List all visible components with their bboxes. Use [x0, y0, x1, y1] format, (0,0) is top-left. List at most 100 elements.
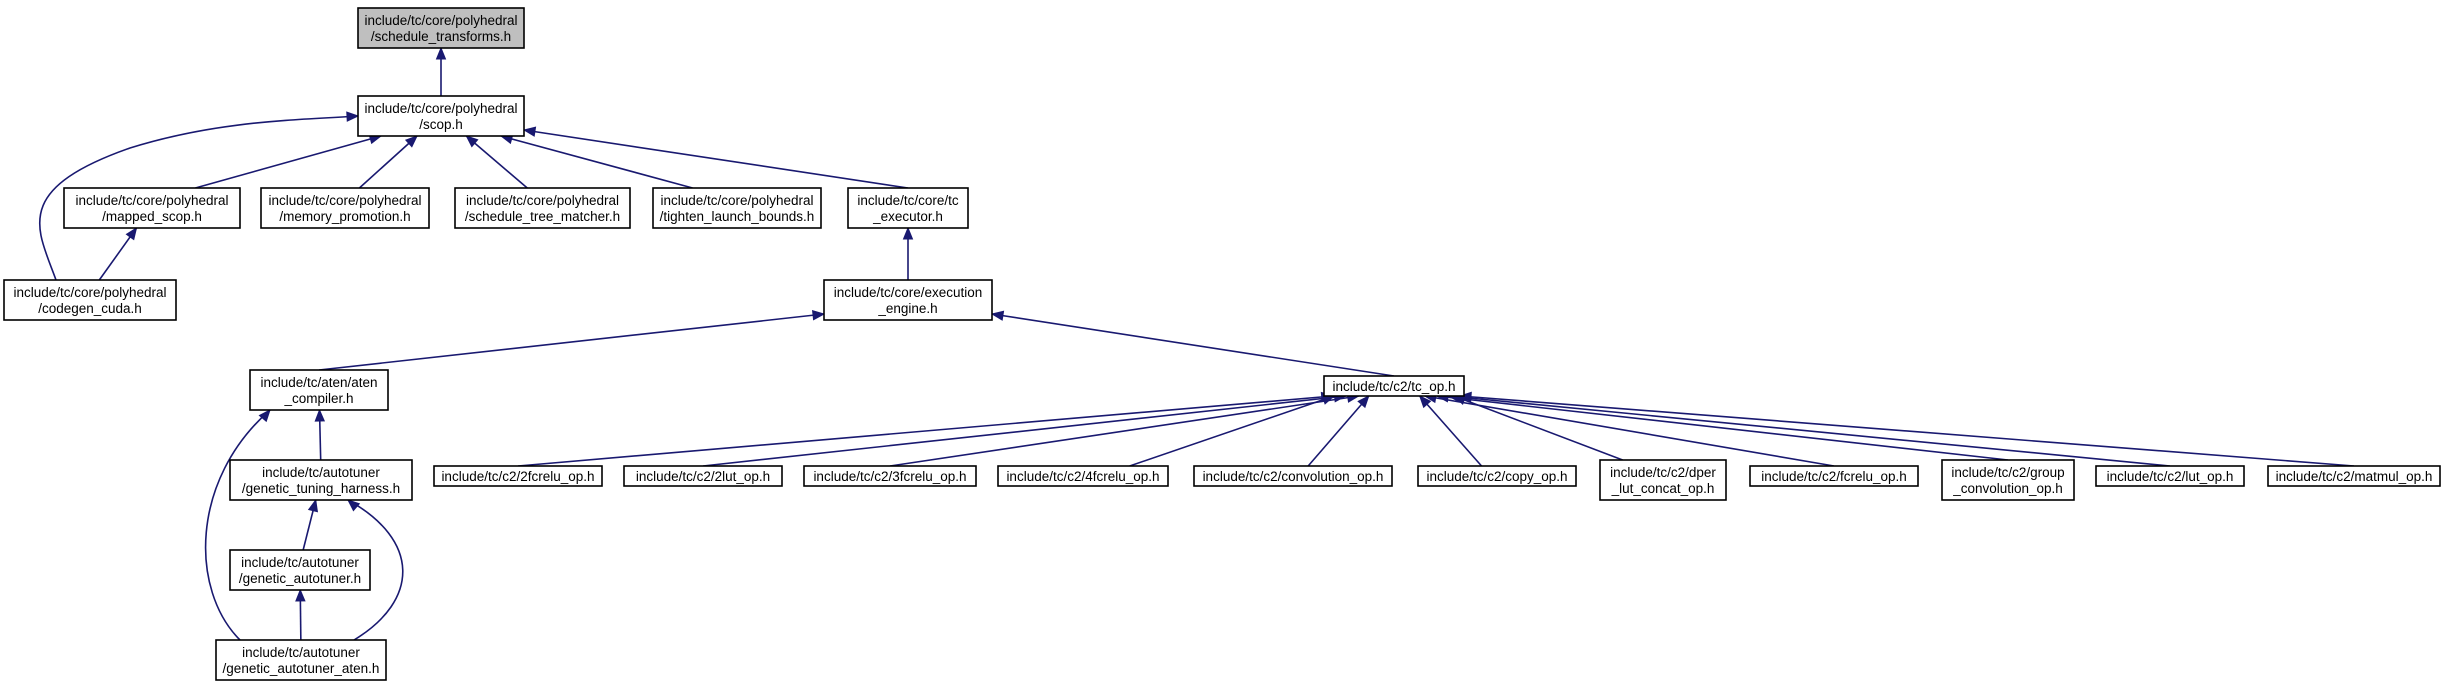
edge-line-n20-n10 [1453, 395, 1623, 461]
graph-node-n2[interactable]: include/tc/core/polyhedral/mapped_scop.h [63, 187, 241, 229]
node-box [823, 279, 993, 321]
graph-node-n8[interactable]: include/tc/core/execution_engine.h [823, 279, 993, 321]
node-label-line: include/tc/c2/3fcrelu_op.h [813, 469, 966, 484]
edge-line-n19-n10 [1419, 395, 1483, 467]
graph-node-n3[interactable]: include/tc/core/polyhedral/memory_promot… [260, 187, 430, 229]
node-label-line: include/tc/c2/2fcrelu_op.h [441, 469, 594, 484]
node-label-line: /scop.h [419, 117, 463, 132]
graph-node-n10[interactable]: include/tc/c2/tc_op.h [1323, 375, 1465, 397]
graph-node-n21[interactable]: include/tc/c2/fcrelu_op.h [1749, 465, 1919, 487]
edge-n6-n1-arrowhead [522, 126, 537, 137]
node-box [357, 7, 525, 49]
node-box [433, 465, 603, 487]
node-label-line: include/tc/c2/copy_op.h [1426, 469, 1567, 484]
graph-node-n17[interactable]: include/tc/c2/4fcrelu_op.h [997, 465, 1169, 487]
edge-n16-n10 [889, 392, 1361, 467]
graph-node-n12[interactable]: include/tc/autotuner/genetic_autotuner.h [229, 549, 371, 591]
node-label-line: _lut_concat_op.h [1611, 481, 1715, 496]
edge-n7-n2 [98, 226, 138, 281]
node-box [357, 95, 525, 137]
edge-line-n5-n1 [500, 135, 693, 189]
edge-n9-n8 [318, 310, 826, 371]
graph-node-n22[interactable]: include/tc/c2/group_convolution_op.h [1941, 459, 2075, 501]
node-label-line: include/tc/c2/lut_op.h [2107, 469, 2234, 484]
node-box [249, 369, 389, 411]
edge-line-n18-n10 [1307, 395, 1370, 467]
edge-n18-n10-arrowhead [1357, 395, 1370, 409]
graph-node-n0[interactable]: include/tc/core/polyhedral/schedule_tran… [357, 7, 525, 49]
edge-line-n9-n8 [318, 313, 825, 371]
node-box [1193, 465, 1393, 487]
edge-line-n13-n11 [347, 499, 404, 641]
edge-n3-n1-arrowhead [404, 135, 418, 148]
edge-n17-n10 [1129, 394, 1336, 467]
graph-node-n13[interactable]: include/tc/autotuner/genetic_autotuner_a… [215, 639, 387, 681]
node-box [63, 187, 241, 229]
edge-line-n7-n1 [39, 115, 359, 281]
edge-line-n4-n1 [465, 135, 528, 189]
edge-n5-n1 [499, 133, 693, 189]
node-label-line: /memory_promotion.h [279, 209, 410, 224]
edge-line-n14-n10 [517, 395, 1333, 467]
node-box [847, 187, 969, 229]
node-label-line: /tighten_launch_bounds.h [660, 209, 815, 224]
node-label-line: include/tc/core/execution [834, 285, 983, 300]
edge-n11-n9 [314, 408, 326, 461]
node-box [229, 459, 413, 501]
graph-node-n6[interactable]: include/tc/core/tc_executor.h [847, 187, 969, 229]
edge-n21-n10 [1423, 392, 1835, 467]
edge-n4-n1 [465, 135, 528, 189]
edge-line-n22-n10 [1436, 395, 2009, 461]
edge-n9-n8-arrowhead [811, 310, 826, 321]
graph-node-n7[interactable]: include/tc/core/polyhedral/codegen_cuda.… [3, 279, 177, 321]
node-box [652, 187, 822, 229]
node-label-line: include/tc/c2/group [1951, 465, 2064, 480]
edge-n12-n11-arrowhead [307, 498, 319, 513]
graph-node-n16[interactable]: include/tc/c2/3fcrelu_op.h [803, 465, 977, 487]
graph-node-n11[interactable]: include/tc/autotuner/genetic_tuning_harn… [229, 459, 413, 501]
graph-node-n24[interactable]: include/tc/c2/matmul_op.h [2267, 465, 2441, 487]
node-label-line: include/tc/autotuner [242, 645, 360, 660]
graph-node-n4[interactable]: include/tc/core/polyhedral/schedule_tree… [454, 187, 631, 229]
edge-n12-n11 [302, 498, 319, 551]
node-box [260, 187, 430, 229]
edge-n13-n9 [204, 408, 271, 641]
node-label-line: include/tc/core/tc [857, 193, 959, 208]
graph-node-n15[interactable]: include/tc/c2/2lut_op.h [623, 465, 783, 487]
edge-n13-n9-arrowhead [258, 408, 271, 423]
graph-node-n9[interactable]: include/tc/aten/aten_compiler.h [249, 369, 389, 411]
edge-line-n2-n1 [195, 135, 382, 189]
graph-node-n5[interactable]: include/tc/core/polyhedral/tighten_launc… [652, 187, 822, 229]
graph-node-n1[interactable]: include/tc/core/polyhedral/scop.h [357, 95, 525, 137]
edge-n2-n1 [195, 134, 383, 189]
edge-n13-n11 [346, 499, 404, 641]
graph-node-n19[interactable]: include/tc/c2/copy_op.h [1417, 465, 1577, 487]
node-label-line: include/tc/core/polyhedral [364, 13, 517, 28]
node-label-line: include/tc/c2/dper [1610, 465, 1716, 480]
node-box [3, 279, 177, 321]
graph-node-n23[interactable]: include/tc/c2/lut_op.h [2095, 465, 2245, 487]
node-box [1941, 459, 2075, 501]
edge-n6-n1 [522, 126, 909, 189]
graph-node-n20[interactable]: include/tc/c2/dper_lut_concat_op.h [1599, 459, 1727, 501]
node-label-line: include/tc/core/polyhedral [364, 101, 517, 116]
graph-node-n18[interactable]: include/tc/c2/convolution_op.h [1193, 465, 1393, 487]
node-label-line: include/tc/core/polyhedral [13, 285, 166, 300]
node-box [803, 465, 977, 487]
node-layer: include/tc/core/polyhedral/schedule_tran… [3, 7, 2441, 681]
node-label-line: /genetic_autotuner.h [239, 571, 361, 586]
node-label-line: include/tc/core/polyhedral [268, 193, 421, 208]
node-label-line: /schedule_transforms.h [371, 29, 511, 44]
node-label-line: include/tc/aten/aten [260, 375, 377, 390]
edge-n13-n12 [295, 588, 306, 641]
node-box [1417, 465, 1577, 487]
edge-n19-n10-arrowhead [1418, 395, 1432, 409]
edge-n1-n0 [435, 46, 447, 96]
edge-n3-n1 [358, 135, 418, 189]
node-label-line: include/tc/core/polyhedral [466, 193, 619, 208]
graph-node-n14[interactable]: include/tc/c2/2fcrelu_op.h [433, 465, 603, 487]
node-box [623, 465, 783, 487]
edge-n10-n8 [990, 310, 1395, 377]
node-label-line: _engine.h [877, 301, 937, 316]
